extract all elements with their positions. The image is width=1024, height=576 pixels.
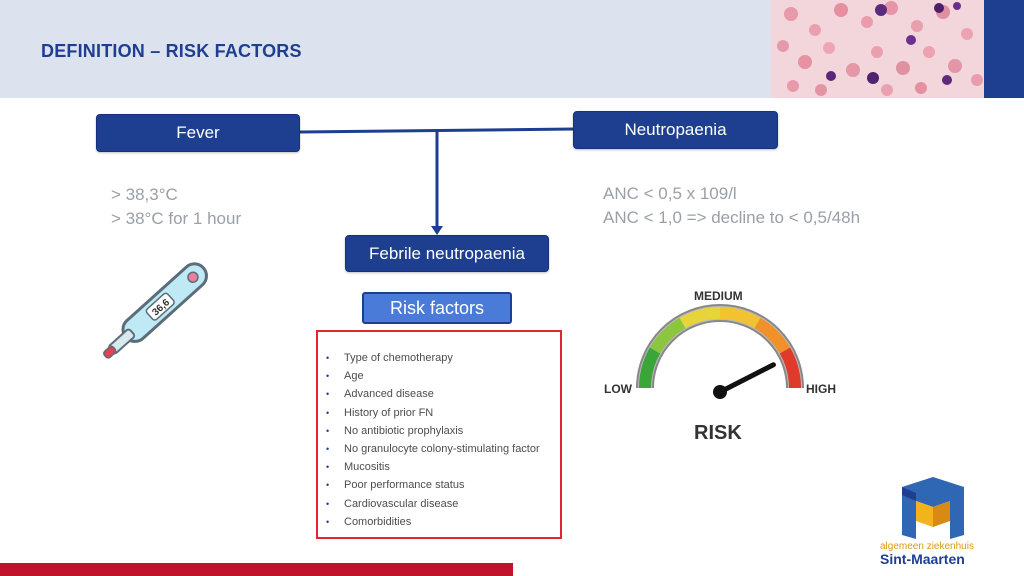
bullet-icon: • [326, 425, 330, 436]
risk-factor-text: Mucositis [344, 461, 390, 474]
bullet-icon: • [326, 480, 330, 491]
risk-factor-item: • Advanced disease [322, 385, 540, 403]
risk-factor-item: • No granulocyte colony-stimulating facto… [322, 440, 540, 458]
risk-factor-text: Poor performance status [344, 479, 465, 492]
neutropaenia-label: Neutropaenia [624, 120, 727, 139]
fever-box: Fever [96, 114, 300, 152]
page-title: DEFINITION – RISK FACTORS [41, 41, 302, 61]
gauge-segment [649, 317, 686, 354]
risk-factors-box: Risk factors [362, 292, 512, 324]
gauge-label-high: HIGH [806, 382, 836, 396]
blood-smear-image [771, 0, 984, 98]
bullet-icon: • [326, 498, 330, 509]
risk-factor-text: Age [344, 370, 364, 383]
anc-criterion: ANC < 1,0 => decline to < 0,5/48h [603, 208, 861, 227]
bullet-icon: • [326, 462, 330, 473]
anc-criteria: ANC < 0,5 x 109/l ANC < 1,0 => decline t… [603, 182, 860, 230]
bullet-icon: • [326, 516, 330, 527]
risk-factors-label: Risk factors [389, 297, 485, 318]
anc-criterion: ANC < 0,5 x 109/l [603, 184, 737, 203]
neutropaenia-box: Neutropaenia [573, 111, 778, 149]
risk-factor-text: Advanced disease [344, 388, 434, 401]
risk-factor-item: • Age [322, 367, 540, 385]
hospital-logo-icon [902, 477, 964, 539]
risk-factor-item: • Type of chemotherapy [322, 349, 540, 367]
risk-gauge [636, 304, 804, 399]
risk-factor-text: History of prior FN [344, 406, 434, 419]
gauge-needle [717, 362, 776, 395]
risk-factors-list: • Type of chemotherapy • Age • Advanced disea… [322, 349, 540, 531]
thermometer-icon: 36,6 [103, 262, 208, 359]
fever-criterion: > 38,3°C [111, 185, 178, 204]
footer-bar [0, 563, 513, 576]
gauge-pivot [713, 385, 727, 399]
logo-line-1: algemeen ziekenhuis [880, 541, 974, 552]
risk-factor-item: • History of prior FN [322, 404, 540, 422]
gauge-label-medium: MEDIUM [694, 289, 743, 303]
risk-factor-item: • Poor performance status [322, 476, 540, 494]
risk-factor-item: • Comorbidities [322, 513, 540, 531]
logo-line-2: Sint-Maarten [880, 551, 965, 567]
header-side-bar [984, 0, 1024, 98]
gauge-segment [719, 307, 761, 329]
risk-factor-text: Comorbidities [344, 515, 412, 528]
bullet-icon: • [326, 444, 330, 455]
gauge-segment [754, 317, 791, 354]
fever-criterion: > 38°C for 1 hour [111, 209, 242, 228]
risk-factor-text: No granulocyte colony-stimulating factor [344, 443, 540, 456]
bullet-icon: • [326, 371, 330, 382]
febrile-neutropaenia-label: Febrile neutropaenia [369, 243, 525, 263]
bullet-icon: • [326, 389, 330, 400]
gauge-segment [639, 347, 661, 389]
gauge-segment [679, 307, 721, 329]
risk-factors-list-box: • Type of chemotherapy • Age • Advanced disea… [316, 330, 562, 539]
gauge-label-low: LOW [604, 382, 632, 396]
risk-factor-text: No antibiotic prophylaxis [344, 424, 464, 437]
gauge-segment [779, 347, 801, 389]
risk-factor-text: Type of chemotherapy [344, 352, 453, 365]
risk-factor-text: Cardiovascular disease [344, 497, 459, 510]
fever-criteria: > 38,3°C > 38°C for 1 hour [111, 183, 241, 231]
fever-label: Fever [176, 123, 220, 142]
risk-factor-item: • Mucositis [322, 458, 540, 476]
bullet-icon: • [326, 353, 330, 364]
risk-factor-item: • No antibiotic prophylaxis [322, 422, 540, 440]
risk-factor-item: • Cardiovascular disease [322, 495, 540, 513]
bullet-icon: • [326, 407, 330, 418]
gauge-caption: RISK [694, 422, 742, 444]
febrile-neutropaenia-box: Febrile neutropaenia [345, 235, 549, 272]
